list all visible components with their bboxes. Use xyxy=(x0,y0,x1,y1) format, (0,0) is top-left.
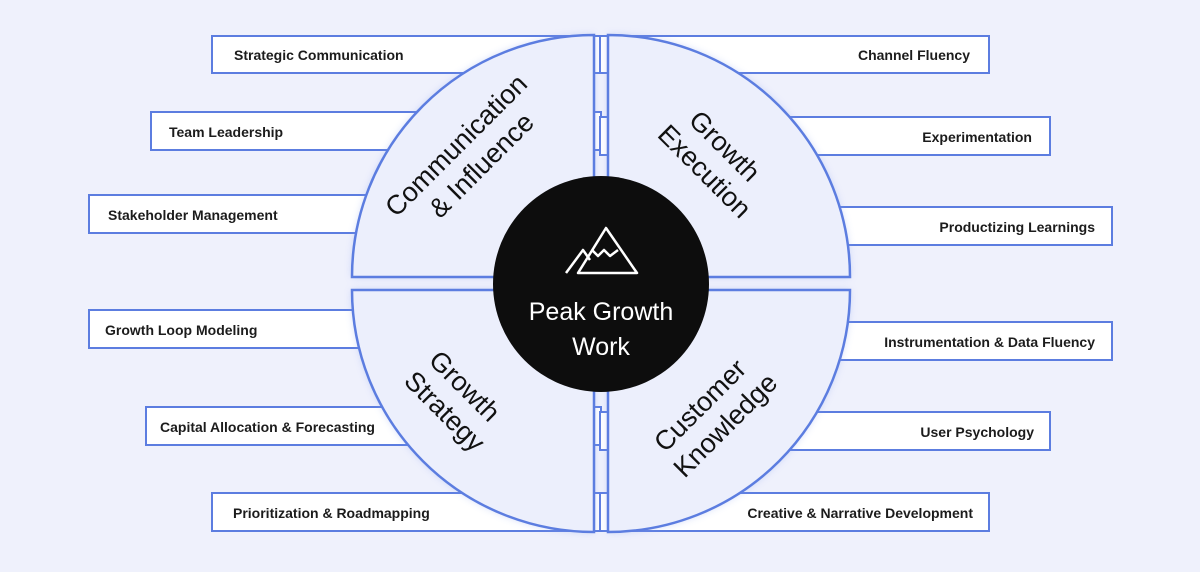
svg-text:User Psychology: User Psychology xyxy=(920,424,1034,440)
svg-text:Growth Loop Modeling: Growth Loop Modeling xyxy=(105,322,257,338)
svg-text:Creative & Narrative Developme: Creative & Narrative Development xyxy=(747,505,973,521)
svg-text:Instrumentation & Data Fluency: Instrumentation & Data Fluency xyxy=(884,334,1095,350)
center-peak-growth-work: Peak Growth Work xyxy=(493,176,709,392)
svg-text:Strategic Communication: Strategic Communication xyxy=(234,47,404,63)
svg-text:Peak Growth: Peak Growth xyxy=(529,298,674,326)
svg-text:Work: Work xyxy=(572,333,630,361)
svg-text:Experimentation: Experimentation xyxy=(922,129,1032,145)
svg-text:Channel Fluency: Channel Fluency xyxy=(858,47,970,63)
svg-text:Stakeholder Management: Stakeholder Management xyxy=(108,207,278,223)
svg-text:Capital Allocation & Forecasti: Capital Allocation & Forecasting xyxy=(160,419,375,435)
mountain-icon xyxy=(564,226,639,275)
svg-text:Team Leadership: Team Leadership xyxy=(169,124,283,140)
svg-text:Productizing Learnings: Productizing Learnings xyxy=(939,219,1095,235)
svg-text:Prioritization & Roadmapping: Prioritization & Roadmapping xyxy=(233,505,430,521)
